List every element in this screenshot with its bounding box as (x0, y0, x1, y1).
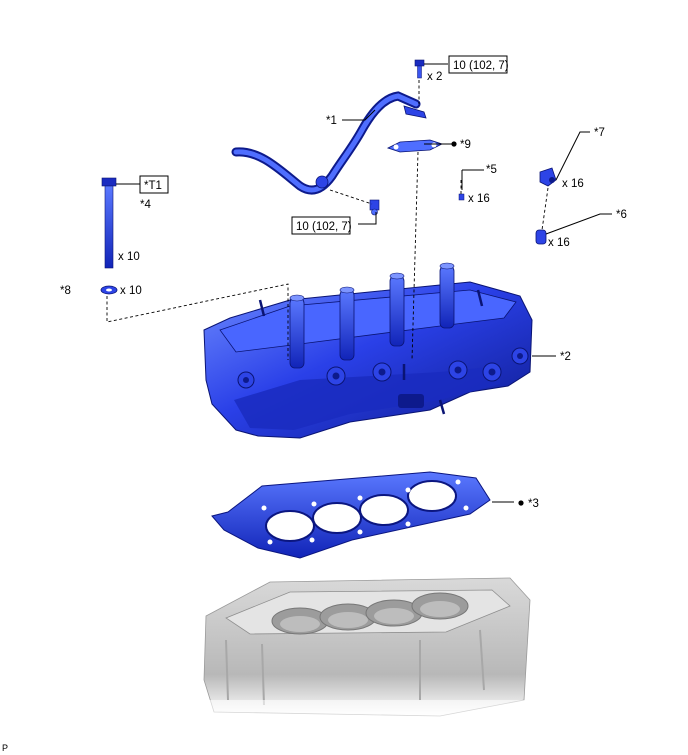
torque-label-left: 10 (102, 7) (296, 221, 352, 233)
leader-lines (116, 63, 612, 503)
qty-part-6: x 16 (548, 237, 570, 249)
qty-part-5: x 16 (468, 193, 490, 205)
footer-code: P (2, 743, 8, 753)
label-part-1: *1 (326, 115, 337, 127)
label-part-6: *6 (616, 209, 627, 221)
pipe-gasket (386, 139, 444, 153)
label-tool-t1: *T1 (144, 180, 162, 192)
label-part-7: *7 (594, 127, 605, 139)
plate-washer (100, 285, 118, 295)
tool-box-frame (139, 175, 169, 194)
top-bolt (414, 59, 425, 79)
torque-label-top: 10 (102, 7) (453, 60, 509, 72)
label-part-5: *5 (486, 164, 497, 176)
cylinder-block (200, 577, 540, 740)
part-5 (458, 193, 465, 201)
label-part-2: *2 (560, 351, 571, 363)
label-part-9: *9 (460, 139, 471, 151)
cylinder-head-gasket (211, 471, 491, 559)
union-bolt (369, 199, 380, 216)
qty-part-7: x 16 (562, 178, 584, 190)
cylinder-head (203, 262, 533, 439)
torque-box-top-frame (448, 55, 508, 74)
label-part-4: *4 (140, 199, 151, 211)
qty-washer: x 10 (120, 285, 142, 297)
label-part-8: *8 (60, 285, 71, 297)
assembly-lines (106, 80, 549, 361)
new-part-marker-9 (451, 141, 457, 147)
qty-top-bolt: x 2 (427, 71, 442, 83)
torque-box-left-frame (291, 216, 351, 235)
label-part-3: *3 (528, 498, 539, 510)
cylinder-head-bolt (101, 177, 117, 269)
oil-pipe (231, 91, 427, 195)
new-part-marker-3 (518, 500, 524, 506)
rocker-arm (539, 167, 557, 187)
lash-adjuster (535, 229, 547, 245)
qty-head-bolt: x 10 (118, 251, 140, 263)
